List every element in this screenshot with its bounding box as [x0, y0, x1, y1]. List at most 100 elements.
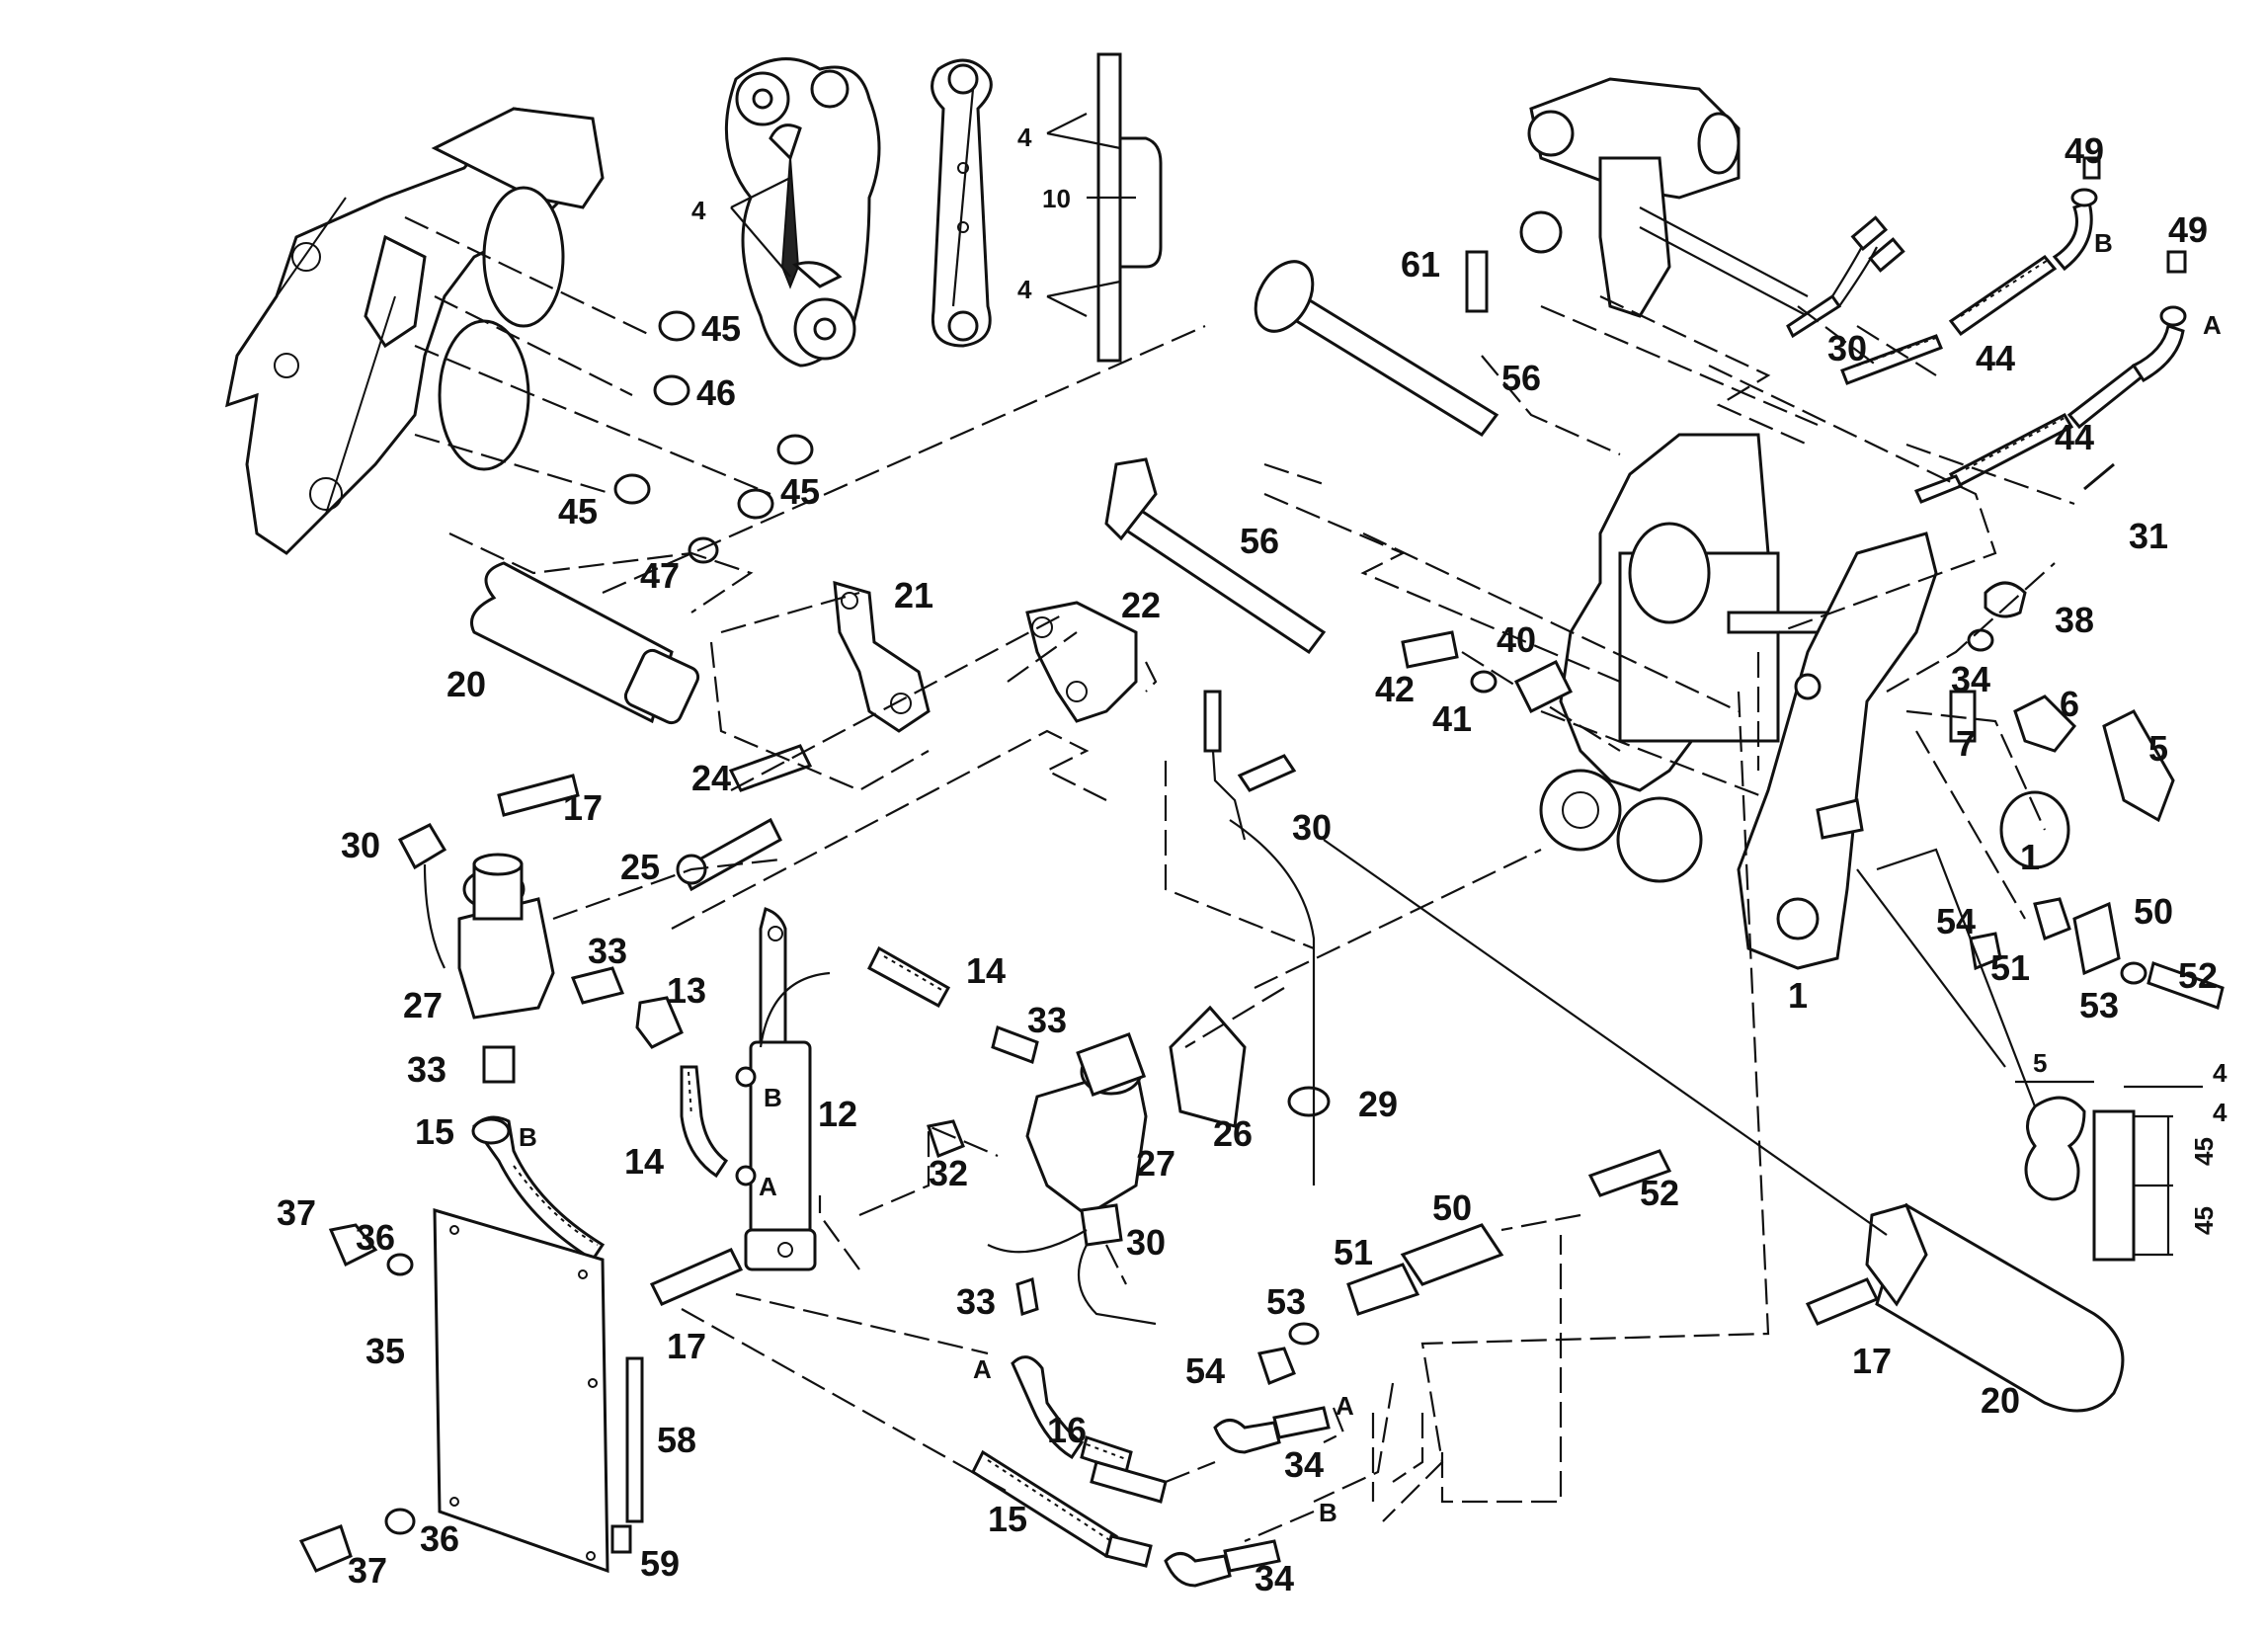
bracket-22	[1025, 601, 1138, 723]
weld-size: 4	[691, 196, 706, 225]
washer-53-a	[2120, 961, 2147, 985]
fitting-49-b	[2166, 250, 2187, 274]
callout-59: 59	[640, 1543, 680, 1584]
port-a: A	[2203, 310, 2222, 340]
callout-1: 1	[1788, 975, 1808, 1016]
callout-34: 34	[1284, 1444, 1324, 1485]
strip-58	[625, 1356, 644, 1523]
callout-53: 53	[2079, 985, 2119, 1025]
cap-45-c	[613, 473, 651, 505]
clip-6	[2013, 695, 2077, 753]
weld-size: 4	[1017, 275, 1032, 304]
weld-size: 4	[1017, 123, 1032, 152]
callout-52: 52	[1640, 1173, 1679, 1213]
callout-47: 47	[640, 555, 680, 596]
callout-40: 40	[1497, 619, 1536, 660]
nut-32	[927, 1119, 965, 1158]
washer-29	[1287, 1086, 1331, 1117]
callout-34: 34	[1255, 1558, 1294, 1598]
callout-36: 36	[420, 1518, 459, 1559]
fitting-49-a	[2082, 156, 2101, 180]
callout-30: 30	[1827, 328, 1867, 368]
callout-15: 15	[415, 1111, 454, 1152]
hitch-small-parts	[1401, 462, 2225, 1010]
callout-45: 45	[780, 471, 820, 512]
callout-33: 33	[407, 1049, 446, 1090]
callout-44: 44	[2055, 417, 2094, 457]
block-59	[610, 1524, 632, 1554]
washer-36-b	[384, 1508, 416, 1535]
cap-group	[613, 310, 814, 564]
callout-21: 21	[894, 575, 933, 615]
bolt-52-b	[1587, 1149, 1672, 1197]
callout-13: 13	[667, 970, 706, 1011]
port-labels: A B A B B A A B	[519, 228, 2222, 1527]
bracket-21	[676, 580, 931, 892]
callout-49: 49	[2065, 130, 2104, 171]
callout-7: 7	[1956, 723, 1976, 764]
callout-45: 45	[701, 308, 741, 349]
hoses-lower-center	[971, 1277, 1168, 1568]
cap-45-b	[776, 434, 814, 465]
callout-30: 30	[1292, 807, 1332, 848]
callout-51: 51	[1334, 1232, 1373, 1272]
callout-33: 33	[956, 1281, 996, 1322]
nut-54-b	[1257, 1347, 1296, 1385]
weld-size: 4	[2213, 1098, 2228, 1127]
plug-46	[653, 374, 690, 406]
sensor-30-c	[1840, 334, 1943, 385]
washer-41	[1470, 670, 1498, 694]
port-a: A	[973, 1354, 992, 1384]
callout-50: 50	[1432, 1187, 1472, 1228]
bolt-31	[2083, 462, 2115, 491]
callout-34: 34	[1951, 659, 1990, 699]
clip-61	[1465, 250, 1489, 313]
plate-50-a	[2072, 901, 2121, 976]
cap-47	[688, 536, 719, 564]
cylinder-20-right	[1323, 839, 2125, 1413]
washer-34	[1967, 628, 1994, 652]
callout-58: 58	[657, 1420, 696, 1460]
hose-44-a	[1948, 254, 2058, 337]
callout-1: 1	[2020, 837, 2040, 877]
clip-51-a	[2033, 897, 2071, 941]
valve-27-right	[927, 1032, 1157, 1326]
callout-20: 20	[1981, 1380, 2020, 1421]
bolt-37-b	[298, 1524, 353, 1573]
bolt-42	[1401, 630, 1459, 669]
sensor-cables-top	[1786, 156, 2187, 504]
callout-17: 17	[1852, 1341, 1892, 1381]
callout-25: 25	[620, 847, 660, 887]
nut-38	[1984, 581, 2027, 618]
callout-29: 29	[1358, 1084, 1398, 1124]
callout-15: 15	[988, 1499, 1027, 1539]
callout-17: 17	[563, 787, 603, 828]
fittings-33-13	[482, 966, 684, 1084]
weld-size: 4	[2213, 1058, 2228, 1088]
cylinder-20-left	[470, 561, 700, 817]
pin-17-b	[649, 1248, 744, 1306]
bolt-52-a	[2146, 961, 2225, 1010]
plate-40	[1513, 659, 1574, 714]
port-b: B	[764, 1083, 782, 1112]
weld-detail-lower-right	[2015, 1080, 2203, 1262]
hydraulic-cylinder-12	[735, 907, 817, 1271]
callout-32: 32	[929, 1153, 968, 1193]
callout-52: 52	[2178, 955, 2218, 996]
callout-36: 36	[356, 1217, 395, 1258]
callout-27: 27	[1136, 1143, 1175, 1184]
plug-30-a	[397, 823, 447, 870]
callout-14: 14	[966, 950, 1006, 991]
valve-27-left	[397, 823, 555, 1020]
plug-30-b	[1080, 1203, 1123, 1247]
callout-38: 38	[2055, 600, 2094, 640]
callout-labels: 45 46 45 45 47 20 21 22 17 24 25 30 27 3…	[277, 130, 2218, 1598]
dimension: 45	[2189, 1206, 2219, 1235]
callout-56: 56	[1240, 521, 1279, 561]
assembly-lines	[448, 304, 2075, 1543]
weld-detail-link	[931, 58, 993, 348]
hoses-14-15-left	[471, 945, 1039, 1263]
port-a: A	[1336, 1391, 1354, 1421]
plate-50-b	[1400, 1223, 1504, 1286]
